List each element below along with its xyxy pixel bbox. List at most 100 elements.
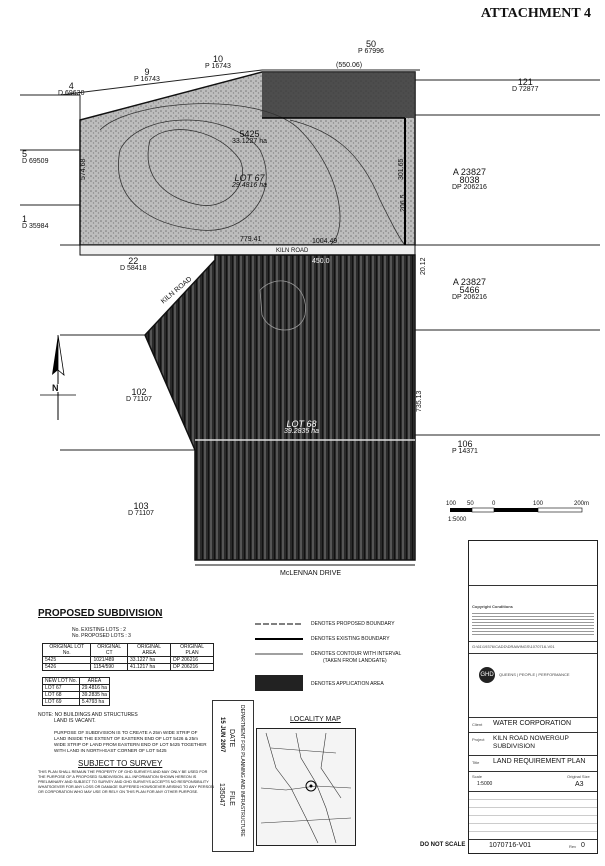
- table-cell: 5425: [41, 656, 92, 664]
- road-kiln-road-east: KILN ROAD: [276, 248, 309, 254]
- file-path: G:\61\19376\CADD\DRAWINGS\1070716-V01: [472, 644, 555, 649]
- ghd-logo: GHD: [479, 667, 495, 683]
- legend-contour: DENOTES CONTOUR WITH INTERVAL: [311, 651, 402, 657]
- stamp-date-label: DATE: [228, 729, 235, 748]
- note-vacant: LAND IS VACANT.: [54, 718, 96, 724]
- size-label: Original Size: [567, 774, 590, 779]
- do-not-scale: DO NOT SCALE: [420, 842, 466, 848]
- dim-top: (550.06): [336, 62, 363, 69]
- table-cell: LOT 67: [42, 684, 80, 692]
- scale-tick-2: 0: [492, 501, 496, 507]
- table-cell: LOT 69: [42, 698, 80, 706]
- table-header: ORIGINAL LOT No.: [41, 643, 92, 657]
- revision-row: [469, 585, 597, 602]
- north-arrow-icon: [40, 334, 76, 420]
- dim-right-3: 735.13: [416, 390, 423, 412]
- table-cell: 29.4816 ha: [78, 684, 110, 692]
- scale-tick-0: 100: [446, 501, 457, 507]
- scale-label: Scale: [472, 774, 483, 779]
- table-row: 5426 1154/590 41.1217 ha DP 206216: [41, 663, 214, 671]
- approval-rows: [469, 791, 597, 840]
- dim-right-1: 301.65: [398, 158, 405, 180]
- survey-title: SUBJECT TO SURVEY: [78, 759, 163, 768]
- table-header: AREA: [78, 677, 110, 685]
- legend-contour-source: (TAKEN FROM LANDGATE): [323, 658, 387, 664]
- title-row: [469, 755, 597, 756]
- project-label: Project: [472, 737, 485, 742]
- table-cell: 41.1217 ha: [127, 663, 172, 671]
- legend-application: DENOTES APPLICATION AREA: [311, 681, 384, 687]
- scale-tick-4: 200m: [574, 501, 590, 507]
- dim-mid: 206.5: [400, 194, 407, 212]
- project-name: KILN ROAD NOWERGUP SUBDIVISION: [493, 735, 569, 750]
- file-path-row: [469, 641, 597, 642]
- existing-lots-count: No. EXISTING LOTS : 2: [72, 627, 126, 633]
- stamp-date: 15 JUN 2007: [219, 717, 225, 753]
- rev-value: 0: [581, 842, 585, 849]
- scale-value: 1:5000: [477, 781, 493, 787]
- dim-bottom-2: 1004.49: [312, 238, 338, 245]
- table-header: NEW LOT No.: [42, 677, 80, 685]
- legend-existing: DENOTES EXISTING BOUNDARY: [311, 636, 390, 642]
- proposed-title: PROPOSED SUBDIVISION: [38, 608, 163, 619]
- table-cell: 1021/489: [90, 656, 129, 664]
- copyright-text: [472, 611, 594, 635]
- legend-proposed: DENOTES PROPOSED BOUNDARY: [311, 621, 395, 627]
- dim-right-2: 20.12: [420, 257, 427, 275]
- table-header: ORIGINAL PLAN: [170, 643, 214, 657]
- proposed-subdivision-panel: PROPOSED SUBDIVISION No. EXISTING LOTS :…: [38, 608, 214, 858]
- stamp-dept: DEPARTMENT FOR PLANNING AND INFRASTRUCTU…: [239, 705, 245, 837]
- road-mclennan-drive: McLENNAN DRIVE: [280, 570, 342, 577]
- proposed-lots-count: No. PROPOSED LOTS : 3: [72, 633, 131, 639]
- dim-bottom-1: 779.41: [240, 236, 262, 243]
- scale-tick-1: 50: [467, 501, 474, 507]
- table-header: ORIGINAL CT: [90, 643, 129, 657]
- stamp-file: 135047: [218, 783, 225, 807]
- scale-ratio: 1:5000: [448, 517, 467, 523]
- locality-map-graphic: [256, 728, 356, 846]
- table-header: ORIGINAL AREA: [127, 643, 172, 657]
- table-cell: 1154/590: [90, 663, 129, 671]
- attachment-heading: ATTACHMENT 4: [480, 6, 591, 21]
- stamp-file-label: FILE: [228, 791, 235, 806]
- table-cell: 5426: [41, 663, 92, 671]
- north-label: N: [52, 383, 59, 393]
- title-block: Copyright Conditions G:\61\19376\CADD\DR…: [468, 540, 598, 854]
- table-cell: DP 206216: [170, 656, 214, 664]
- size-value: A3: [575, 781, 584, 788]
- scale-row: [469, 771, 597, 772]
- table-cell: LOT 68: [42, 691, 80, 699]
- drawing-title: LAND REQUIREMENT PLAN: [493, 758, 586, 765]
- scale-bar: [450, 507, 583, 513]
- lot-5426: [144, 254, 416, 561]
- drawing-no-row: [469, 839, 597, 840]
- dim-small: 450.0: [312, 258, 330, 265]
- original-lots-table: ORIGINAL LOT No. ORIGINAL CT ORIGINAL AR…: [41, 643, 214, 671]
- logo-row: [469, 653, 597, 654]
- table-cell: 33.1227 ha: [127, 656, 172, 664]
- table-cell: DP 206216: [170, 663, 214, 671]
- project-row: [469, 732, 597, 733]
- note-buildings: NOTE: NO BUILDINGS AND STRUCTURES: [38, 712, 138, 718]
- cadastral-map: [20, 69, 600, 566]
- scale-tick-3: 100: [533, 501, 544, 507]
- rev-label: Rev: [569, 844, 577, 849]
- survey-text: THIS PLAN SHALL REMAIN THE PROPERTY OF G…: [38, 770, 214, 794]
- client-name: WATER CORPORATION: [493, 720, 572, 727]
